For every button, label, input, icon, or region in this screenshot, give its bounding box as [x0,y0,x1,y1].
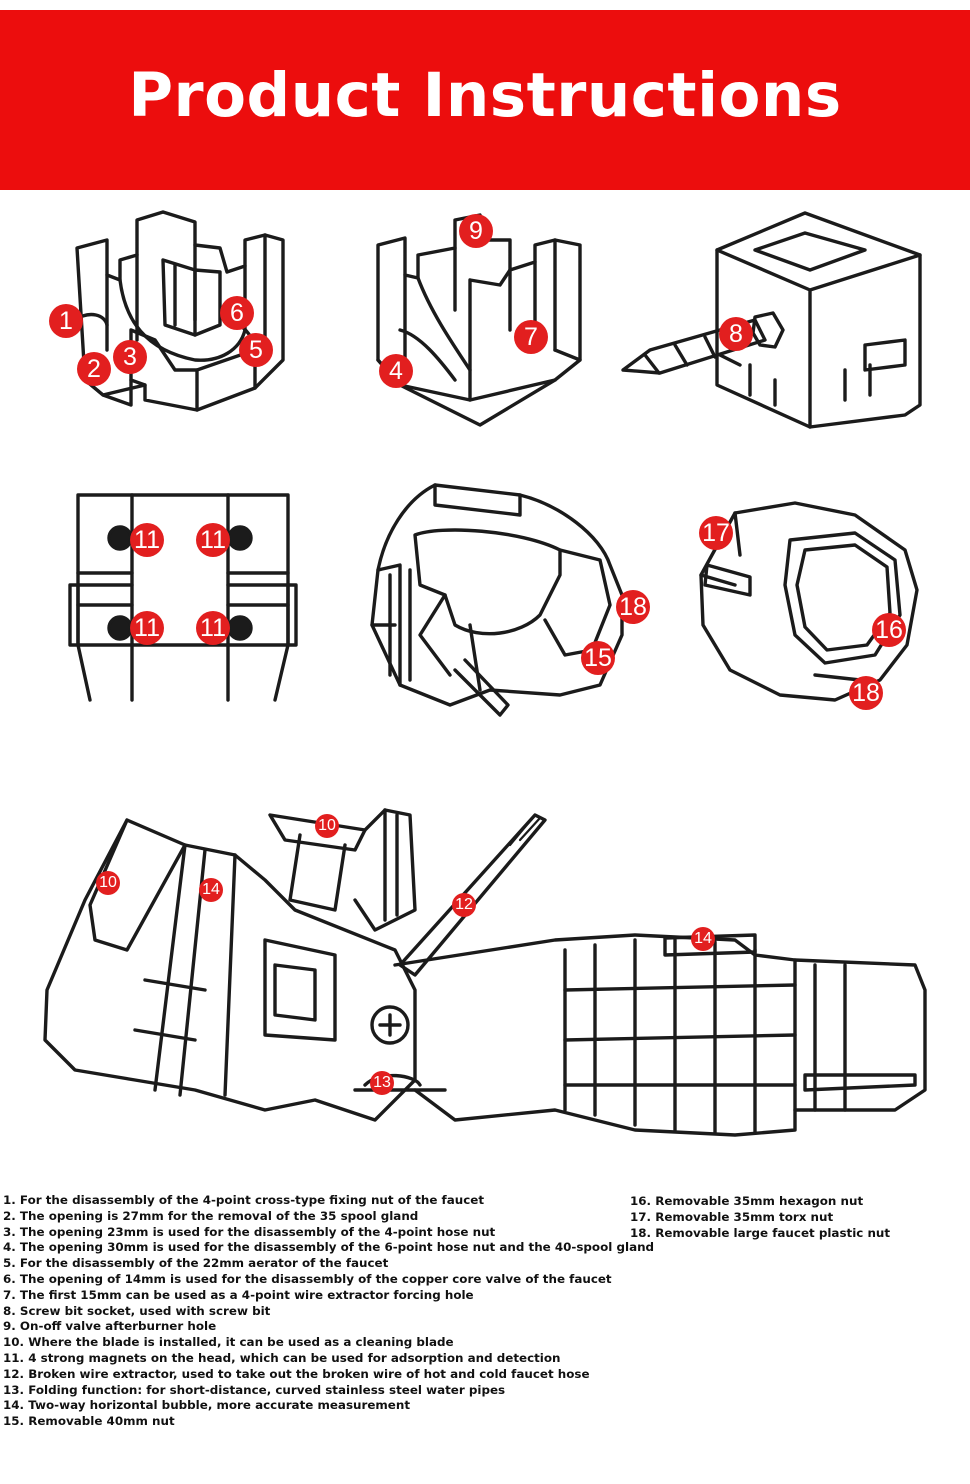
legend-item: 13. Folding function: for short-distance… [3,1382,506,1397]
legend-right: 16. Removable 35mm hexagon nut 17. Remov… [630,1194,890,1241]
header-banner: Product Instructions [0,10,970,190]
legend-item: 14. Two-way horizontal bubble, more accu… [3,1398,411,1413]
callout-11-bottom-left: 11 [130,611,164,645]
callout-1: 1 [49,304,83,338]
callout-6: 6 [220,296,254,330]
legend-item: 10. Where the blade is installed, it can… [3,1335,454,1350]
legend-item: 6. The opening of 14mm is used for the d… [3,1271,612,1286]
legend-item: 8. Screw bit socket, used with screw bit [3,1303,271,1318]
callout-14-head: 14 [199,878,223,902]
callout-11-top-left: 11 [130,523,164,557]
legend-item: 17. Removable 35mm torx nut [630,1209,834,1224]
legend-item: 5. For the disassembly of the 22mm aerat… [3,1256,389,1271]
page-title: Product Instructions [128,60,842,131]
legend-item: 1. For the disassembly of the 4-point cr… [3,1193,485,1207]
legend-item: 4. The opening 30mm is used for the disa… [3,1240,655,1255]
callout-12: 12 [452,893,476,917]
cube-socket-screw-bit-illustration [621,211,922,429]
legend-left: 1. For the disassembly of the 4-point cr… [3,1193,654,1430]
callout-18-round-socket: 18 [616,590,650,624]
callout-9: 9 [459,214,493,248]
callout-3: 3 [113,340,147,374]
callout-11-bottom-right: 11 [196,611,230,645]
callout-14-shaft: 14 [691,927,715,951]
callout-11-top-right: 11 [196,523,230,557]
callout-8: 8 [719,317,753,351]
callout-7: 7 [514,320,548,354]
full-tool-illustration [43,808,927,1137]
legend-item: 16. Removable 35mm hexagon nut [630,1194,864,1208]
legend-item: 3. The opening 23mm is used for the disa… [3,1224,496,1239]
callout-10-blade-holder: 10 [315,814,339,838]
legend-item: 18. Removable large faucet plastic nut [630,1225,891,1240]
callout-2: 2 [77,352,111,386]
legend-item: 12. Broken wire extractor, used to take … [3,1366,590,1381]
callout-13: 13 [370,1071,394,1095]
legend-item: 9. On-off valve afterburner hole [3,1319,217,1334]
callout-15: 15 [581,641,615,675]
callout-4: 4 [379,354,413,388]
callout-17: 17 [699,516,733,550]
round-socket-illustration [370,483,624,717]
callout-16: 16 [872,613,906,647]
socket-head-illustration-a [73,210,285,412]
callout-5: 5 [239,333,273,367]
legend-item: 11. 4 strong magnets on the head, which … [3,1350,561,1365]
magnet-head-illustration [68,493,298,702]
legend-item: 15. Removable 40mm nut [3,1414,175,1429]
legend-item: 2. The opening is 27mm for the removal o… [3,1208,419,1223]
callout-10-head: 10 [96,871,120,895]
callout-18-octagon-socket: 18 [849,676,883,710]
legend-item: 7. The first 15mm can be used as a 4-poi… [3,1287,474,1302]
